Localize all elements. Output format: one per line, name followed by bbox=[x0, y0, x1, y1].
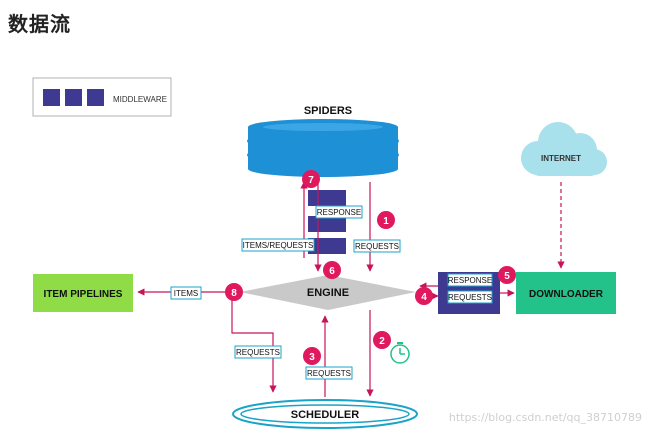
step-6-number: 6 bbox=[329, 266, 335, 277]
items-label: ITEMS bbox=[174, 289, 198, 298]
downloader-component: DOWNLOADER bbox=[516, 272, 616, 314]
step-1-number: 1 bbox=[383, 216, 389, 227]
step-8-number: 8 bbox=[231, 288, 237, 299]
downloader-response-label: RESPONSE bbox=[448, 276, 492, 285]
scheduler-label: SCHEDULER bbox=[291, 409, 360, 421]
scrapy-data-flow-diagram: MIDDLEWARE SPIDERS ENGINE ITEM PIPELINES bbox=[32, 77, 616, 429]
downloader-middleware: RESPONSE REQUESTS bbox=[438, 272, 500, 314]
spider-middleware-block-1 bbox=[308, 190, 346, 206]
requests-3-label: REQUESTS bbox=[307, 369, 351, 378]
engine-component: ENGINE bbox=[240, 275, 416, 310]
step-8-circle bbox=[225, 283, 243, 301]
requests-8-label: REQUESTS bbox=[236, 348, 280, 357]
response-label: RESPONSE bbox=[317, 208, 361, 217]
internet-cloud: INTERNET bbox=[521, 122, 607, 176]
step-5-number: 5 bbox=[504, 271, 510, 282]
item-pipelines-box bbox=[33, 274, 133, 312]
step-markers: 7 1 6 8 4 5 2 3 bbox=[225, 170, 516, 365]
requests-1-label: REQUESTS bbox=[355, 242, 399, 251]
engine-diamond bbox=[240, 275, 416, 310]
diagram-canvas: MIDDLEWARE SPIDERS ENGINE ITEM PIPELINES bbox=[10, 48, 646, 432]
timer-icon bbox=[390, 342, 410, 364]
legend-middleware-block-3 bbox=[87, 89, 104, 106]
scheduler-ring-inner bbox=[240, 404, 410, 424]
items-tag bbox=[170, 286, 202, 300]
watermark: https://blog.csdn.net/qq_38710789 bbox=[448, 411, 642, 424]
spiders-component: SPIDERS bbox=[247, 105, 399, 177]
flow-tags: RESPONSE ITEMS/REQUESTS REQUESTS ITEMS R… bbox=[170, 205, 401, 380]
response-tag bbox=[315, 205, 363, 219]
item-pipelines-label: ITEM PIPELINES bbox=[44, 289, 123, 300]
spiders-label: SPIDERS bbox=[304, 105, 352, 117]
downloader-label: DOWNLOADER bbox=[529, 289, 604, 300]
step-6-circle bbox=[323, 261, 341, 279]
downloader-requests-tag bbox=[447, 290, 493, 304]
items-requests-tag bbox=[241, 238, 315, 252]
requests-1-tag bbox=[353, 239, 401, 253]
page-title: 数据流 bbox=[8, 12, 71, 36]
step-3-number: 3 bbox=[309, 352, 315, 363]
step-1-circle bbox=[377, 211, 395, 229]
step-4-number: 4 bbox=[421, 292, 427, 303]
legend: MIDDLEWARE bbox=[32, 77, 172, 117]
legend-middleware-block-1 bbox=[43, 89, 60, 106]
step-4-circle bbox=[415, 287, 433, 305]
step-7-circle bbox=[302, 170, 320, 188]
step-7-number: 7 bbox=[308, 175, 314, 186]
legend-label: MIDDLEWARE bbox=[113, 95, 167, 104]
internet-label: INTERNET bbox=[541, 154, 581, 163]
arrow-engine-requests-to-scheduler bbox=[231, 300, 277, 393]
step-2-circle bbox=[373, 331, 391, 349]
item-pipelines-component: ITEM PIPELINES bbox=[33, 274, 133, 312]
scheduler-component: SCHEDULER bbox=[232, 399, 418, 429]
step-5-circle bbox=[498, 266, 516, 284]
legend-middleware-block-2 bbox=[65, 89, 82, 106]
requests-3-tag bbox=[305, 366, 353, 380]
downloader-response-tag bbox=[447, 273, 493, 287]
engine-label: ENGINE bbox=[307, 287, 349, 299]
downloader-requests-label: REQUESTS bbox=[448, 293, 492, 302]
step-3-circle bbox=[303, 347, 321, 365]
items-requests-label: ITEMS/REQUESTS bbox=[243, 241, 314, 250]
downloader-box bbox=[516, 272, 616, 314]
requests-8-tag bbox=[234, 345, 282, 359]
step-2-number: 2 bbox=[379, 336, 385, 347]
cloud-icon bbox=[530, 156, 600, 176]
